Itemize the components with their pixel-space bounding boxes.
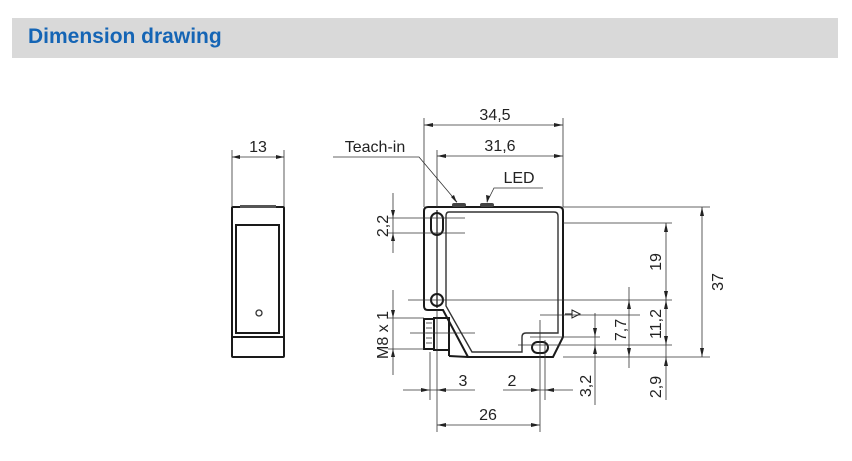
dim-body-width: 31,6 bbox=[484, 138, 515, 155]
dim-height-2-9: 2,9 bbox=[648, 376, 665, 398]
label-teach-in: Teach-in bbox=[345, 139, 405, 156]
dim-side-width: 13 bbox=[249, 139, 267, 156]
dim-hole-offset-top: 2,2 bbox=[375, 215, 392, 237]
label-led: LED bbox=[503, 170, 534, 187]
section-header: Dimension drawing bbox=[12, 18, 838, 58]
front-view bbox=[388, 203, 710, 358]
dim-height-11-2: 11,2 bbox=[648, 309, 665, 339]
mounting-hole-top bbox=[430, 212, 444, 236]
dim-total-width: 34,5 bbox=[479, 107, 510, 124]
top-dimensions: 34,5 31,6 Teach-in LED bbox=[333, 107, 564, 207]
dim-height-19: 19 bbox=[648, 253, 665, 271]
side-view: 13 bbox=[231, 139, 285, 358]
output-arrow-icon bbox=[571, 309, 582, 319]
teach-in-button bbox=[452, 203, 466, 207]
dim-offset-3: 3 bbox=[459, 373, 468, 390]
section-title: Dimension drawing bbox=[28, 25, 222, 48]
led-indicator bbox=[480, 203, 494, 207]
dim-hole-spacing-26: 26 bbox=[479, 407, 497, 424]
dim-connector-thread: M8 x 1 bbox=[375, 311, 392, 359]
dim-height-37: 37 bbox=[710, 273, 727, 291]
dim-offset-2: 2 bbox=[508, 373, 517, 390]
m8-connector bbox=[423, 317, 469, 358]
dim-height-7-7: 7,7 bbox=[613, 319, 630, 341]
left-dimensions: 2,2 M8 x 1 bbox=[375, 193, 395, 375]
right-dimensions: 37 19 11,2 2,9 7,7 3,2 bbox=[578, 207, 727, 405]
bottom-dimensions: 3 2 26 bbox=[403, 310, 573, 432]
dim-offset-3-2: 3,2 bbox=[578, 375, 595, 397]
